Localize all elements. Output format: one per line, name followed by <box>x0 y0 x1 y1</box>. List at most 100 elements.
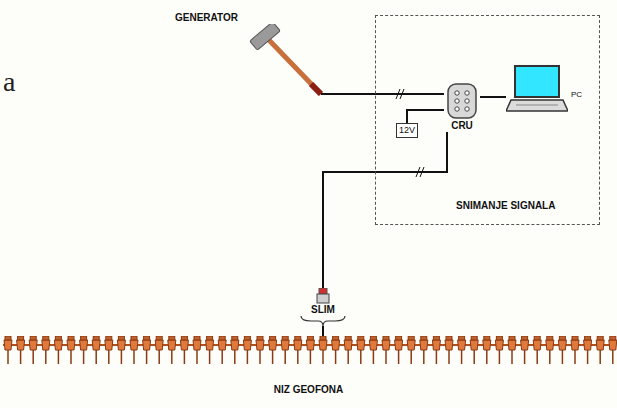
geophone-spike <box>486 350 488 364</box>
geophone-body <box>508 340 516 350</box>
geophone-spike <box>284 350 286 364</box>
cable <box>323 132 447 288</box>
hammer-grip <box>311 84 321 94</box>
geophone-cap <box>484 336 490 340</box>
geophone-spike <box>234 350 236 364</box>
geophone-body <box>42 340 50 350</box>
geophone-cap <box>610 336 616 340</box>
geophone-body <box>168 340 176 350</box>
geophone-cap <box>547 336 553 340</box>
geophone-spike <box>347 350 349 364</box>
geophone <box>180 336 188 364</box>
geophone <box>395 336 403 364</box>
geophone-cap <box>106 336 112 340</box>
geophone-spike <box>511 350 513 364</box>
cru-port <box>465 107 469 111</box>
geophone-spike <box>574 350 576 364</box>
geophone-body <box>269 340 277 350</box>
geophone-spike <box>461 350 463 364</box>
geophone-body <box>420 340 428 350</box>
laptop-base <box>506 100 568 111</box>
geophone-cap <box>131 336 137 340</box>
geophone <box>117 336 125 364</box>
geophone-spike <box>121 350 123 364</box>
geophone-body <box>533 340 541 350</box>
geophone-cap <box>320 336 326 340</box>
geophone-spike <box>133 350 135 364</box>
geophone-body <box>558 340 566 350</box>
battery-box: 12V <box>396 123 418 138</box>
geophone-cap <box>68 336 74 340</box>
geophone-spike <box>549 350 551 364</box>
geophone <box>332 336 340 364</box>
geophone <box>546 336 554 364</box>
geophone-cap <box>496 336 502 340</box>
geophone <box>319 336 327 364</box>
geophone-cap <box>383 336 389 340</box>
geophone <box>445 336 453 364</box>
geophone <box>155 336 163 364</box>
geophone <box>193 336 201 364</box>
slim-bracket <box>298 316 348 326</box>
geophone <box>571 336 579 364</box>
geophone <box>243 336 251 364</box>
cable <box>322 326 324 336</box>
geophone-cap <box>459 336 465 340</box>
geophone <box>432 336 440 364</box>
geophone-cap <box>446 336 452 340</box>
geophone-body <box>294 340 302 350</box>
slim-label: SLIM <box>311 304 335 316</box>
bracket-line <box>301 316 345 326</box>
geophone <box>269 336 277 364</box>
geophone <box>495 336 503 364</box>
geophone-cap <box>559 336 565 340</box>
plug-top <box>319 288 327 294</box>
slim-connector: SLIM <box>298 288 348 326</box>
geophone-body <box>609 340 617 350</box>
cru-body <box>448 84 476 118</box>
geophone-body <box>596 340 604 350</box>
geophone-body <box>17 340 25 350</box>
geophone <box>344 336 352 364</box>
geophone-cap <box>295 336 301 340</box>
laptop-keys <box>516 105 558 106</box>
geophone-cap <box>282 336 288 340</box>
geophone-cap <box>43 336 49 340</box>
geophone-cap <box>333 336 339 340</box>
geophone-cap <box>30 336 36 340</box>
geophone-spike <box>247 350 249 364</box>
geophone-spike <box>398 350 400 364</box>
cru-port <box>465 91 469 95</box>
geophone-body <box>117 340 125 350</box>
geophone <box>42 336 50 364</box>
region-label: SNIMANJE SIGNALA <box>456 200 599 212</box>
geophone-spike <box>599 350 601 364</box>
geophone-cap <box>509 336 515 340</box>
geophone-spike <box>436 350 438 364</box>
cable <box>480 96 506 98</box>
cru-unit: CRU <box>444 82 480 132</box>
geophone-body <box>29 340 37 350</box>
geophone <box>281 336 289 364</box>
geophone-cap <box>522 336 528 340</box>
geophone-body <box>344 340 352 350</box>
cru-device <box>444 82 480 120</box>
plug-body <box>317 294 329 303</box>
geophone <box>256 336 264 364</box>
geophone-body <box>483 340 491 350</box>
geophone-spike <box>448 350 450 364</box>
geophone-body <box>281 340 289 350</box>
geophone <box>67 336 75 364</box>
geophone-body <box>130 340 138 350</box>
geophone-cap <box>421 336 427 340</box>
break-stroke <box>416 167 420 177</box>
geophone-cap <box>585 336 591 340</box>
geophone <box>470 336 478 364</box>
geophone-body <box>584 340 592 350</box>
slim-plug <box>298 288 348 304</box>
geophone-cap <box>118 336 124 340</box>
geophone-spike <box>95 350 97 364</box>
break-stroke <box>400 89 404 99</box>
geophone <box>105 336 113 364</box>
